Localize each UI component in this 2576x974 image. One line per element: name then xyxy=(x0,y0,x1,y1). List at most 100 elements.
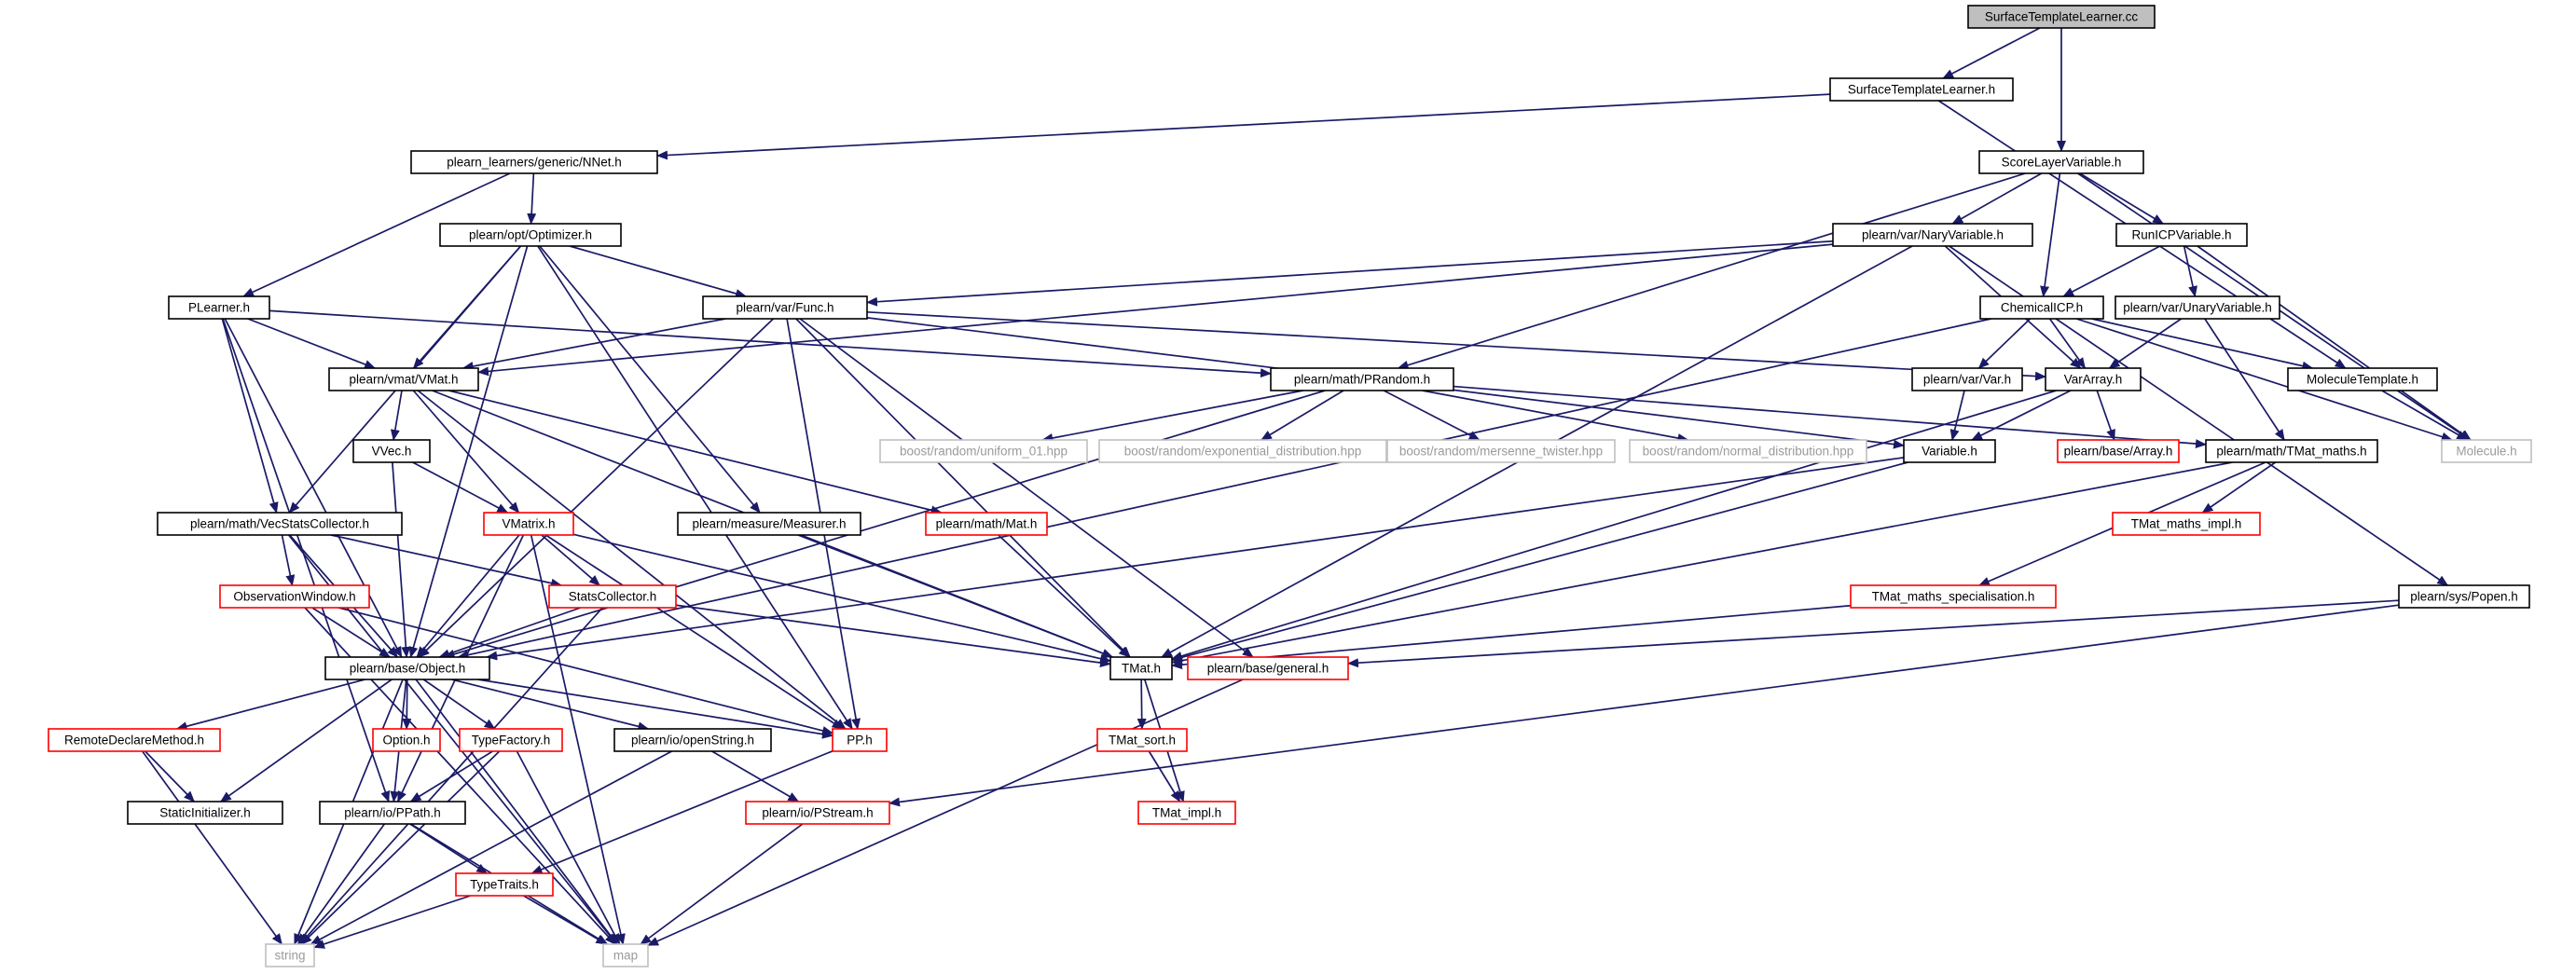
node-label-variable: Variable.h xyxy=(1922,445,1977,459)
node-tmatimpl[interactable]: TMat_impl.h xyxy=(1137,801,1236,825)
node-vvec[interactable]: VVec.h xyxy=(352,439,431,463)
edge-vararray-to-variable xyxy=(1971,390,2072,441)
node-label-ppath: plearn/io/PPath.h xyxy=(344,806,441,820)
edge-ppath-to-string xyxy=(296,823,386,945)
node-mat[interactable]: plearn/math/Mat.h xyxy=(925,512,1048,536)
edge-remotedecl-to-staticinit xyxy=(145,750,196,803)
edge-slv-to-runicp xyxy=(2079,172,2165,225)
node-object[interactable]: plearn/base/Object.h xyxy=(324,656,490,680)
edge-object-to-pp xyxy=(477,679,833,739)
node-label-stl_h: SurfaceTemplateLearner.h xyxy=(1848,83,1995,97)
edge-object-to-option xyxy=(402,679,412,730)
edge-popen-to-general xyxy=(1347,599,2400,668)
node-tmatmaths[interactable]: plearn/math/TMat_maths.h xyxy=(2205,439,2378,463)
node-option[interactable]: Option.h xyxy=(372,728,441,752)
node-vmatrix[interactable]: VMatrix.h xyxy=(483,512,574,536)
node-label-nary: plearn/var/NaryVariable.h xyxy=(1862,228,2004,242)
node-box-nary xyxy=(1832,223,2033,247)
node-tmatmathsimpl[interactable]: TMat_maths_impl.h xyxy=(2112,512,2261,536)
node-chemicalicp[interactable]: ChemicalICP.h xyxy=(1979,295,2104,320)
node-label-nnet: plearn_learners/generic/NNet.h xyxy=(447,156,622,170)
edge-openstring-to-string xyxy=(310,750,672,945)
node-prandom[interactable]: plearn/math/PRandom.h xyxy=(1270,367,1454,391)
node-label-tmatmathsimpl: TMat_maths_impl.h xyxy=(2131,517,2242,531)
edge-openstring-to-pstream xyxy=(711,750,800,803)
node-nnet[interactable]: plearn_learners/generic/NNet.h xyxy=(410,150,658,174)
edge-runicp-to-chemicalicp xyxy=(2062,245,2161,297)
node-normdist: boost/random/normal_distribution.hpp xyxy=(1629,439,1867,463)
node-pstream[interactable]: plearn/io/PStream.h xyxy=(745,801,890,825)
node-tmatspec[interactable]: TMat_maths_specialisation.h xyxy=(1850,584,2057,609)
node-basearray[interactable]: plearn/base/Array.h xyxy=(2057,439,2180,463)
edge-general-to-map xyxy=(647,679,1244,947)
node-tmatsort[interactable]: TMat_sort.h xyxy=(1096,728,1188,752)
node-var[interactable]: plearn/var/Var.h xyxy=(1911,367,2023,391)
node-measurer[interactable]: plearn/measure/Measurer.h xyxy=(677,512,861,536)
edge-vecstats-to-statscoll xyxy=(330,534,563,588)
node-label-runicp: RunICPVariable.h xyxy=(2131,228,2231,242)
node-label-func: plearn/var/Func.h xyxy=(736,301,833,315)
node-vmat[interactable]: plearn/vmat/VMat.h xyxy=(328,367,479,391)
node-stl_h[interactable]: SurfaceTemplateLearner.h xyxy=(1829,77,2014,102)
edge-chemicalicp-to-vararray xyxy=(2048,318,2087,369)
node-box-measurer xyxy=(677,512,861,536)
edge-optimizer-to-pp xyxy=(537,245,853,730)
node-pp[interactable]: PP.h xyxy=(832,728,888,752)
edge-slv-to-chemicalicp xyxy=(2040,172,2061,297)
node-box-object xyxy=(324,656,490,680)
node-label-staticinit: StaticInitializer.h xyxy=(159,806,251,820)
node-vecstats[interactable]: plearn/math/VecStatsCollector.h xyxy=(157,512,403,536)
node-ppath[interactable]: plearn/io/PPath.h xyxy=(319,801,466,825)
node-box-variable xyxy=(1903,439,1996,463)
edge-prandom-to-normdist xyxy=(1422,390,1689,443)
node-expdist: boost/random/exponential_distribution.hp… xyxy=(1098,439,1387,463)
node-staticinit[interactable]: StaticInitializer.h xyxy=(127,801,283,825)
edge-func-to-vararray xyxy=(866,310,2046,381)
edge-runicp-to-unaryvar xyxy=(2183,245,2197,297)
edge-prandom-to-tmatmaths xyxy=(1453,385,2207,449)
node-label-tmatspec: TMat_maths_specialisation.h xyxy=(1872,590,2035,604)
node-statscoll[interactable]: StatsCollector.h xyxy=(548,584,677,609)
node-box-uniform01 xyxy=(879,439,1088,463)
node-typetraits[interactable]: TypeTraits.h xyxy=(455,872,554,897)
node-tmat[interactable]: TMat.h xyxy=(1109,656,1173,680)
node-optimizer[interactable]: plearn/opt/Optimizer.h xyxy=(439,223,622,247)
node-runicp[interactable]: RunICPVariable.h xyxy=(2115,223,2248,247)
node-popen[interactable]: plearn/sys/Popen.h xyxy=(2398,584,2530,609)
node-slv[interactable]: ScoreLayerVariable.h xyxy=(1978,150,2144,174)
node-moltemplate[interactable]: MoleculeTemplate.h xyxy=(2287,367,2438,391)
node-variable[interactable]: Variable.h xyxy=(1903,439,1996,463)
node-box-chemicalicp xyxy=(1979,295,2104,320)
node-func[interactable]: plearn/var/Func.h xyxy=(702,295,868,320)
node-general[interactable]: plearn/base/general.h xyxy=(1187,656,1349,680)
edge-obswindow-to-pp xyxy=(338,607,833,735)
node-typefactory[interactable]: TypeFactory.h xyxy=(459,728,563,752)
edge-variable-to-tmat xyxy=(1171,461,1908,663)
node-unaryvar[interactable]: plearn/var/UnaryVariable.h xyxy=(2115,295,2280,320)
edge-nnet-to-optimizer xyxy=(527,172,537,225)
node-label-stl_cc: SurfaceTemplateLearner.cc xyxy=(1985,10,2139,24)
edge-plearner-to-vmat xyxy=(247,318,377,369)
node-plearner[interactable]: PLearner.h xyxy=(168,295,270,320)
node-box-map xyxy=(602,943,649,967)
edge-plearner-to-ppath xyxy=(222,318,391,803)
node-box-typetraits xyxy=(455,872,554,897)
node-remotedecl[interactable]: RemoteDeclareMethod.h xyxy=(48,728,221,752)
node-box-molecule xyxy=(2441,439,2532,463)
edge-vvec-to-vmatrix xyxy=(412,461,509,514)
edge-stl_cc-to-stl_h xyxy=(1942,27,2041,79)
node-stl_cc: SurfaceTemplateLearner.cc xyxy=(1967,5,2156,29)
edge-mat-to-tmat xyxy=(998,534,1130,658)
node-box-vecstats xyxy=(157,512,403,536)
node-openstring[interactable]: plearn/io/openString.h xyxy=(613,728,772,752)
edge-func-to-general xyxy=(799,318,1254,658)
node-nary[interactable]: plearn/var/NaryVariable.h xyxy=(1832,223,2033,247)
node-box-vararray xyxy=(2045,367,2142,391)
node-label-plearner: PLearner.h xyxy=(188,301,250,315)
edge-chemicalicp-to-molecule xyxy=(2075,318,2453,442)
node-vararray[interactable]: VarArray.h xyxy=(2045,367,2142,391)
edge-vmat-to-mat xyxy=(448,390,943,515)
edge-typetraits-to-string xyxy=(313,895,471,949)
node-label-moltemplate: MoleculeTemplate.h xyxy=(2307,373,2418,387)
node-obswindow[interactable]: ObservationWindow.h xyxy=(219,584,370,609)
